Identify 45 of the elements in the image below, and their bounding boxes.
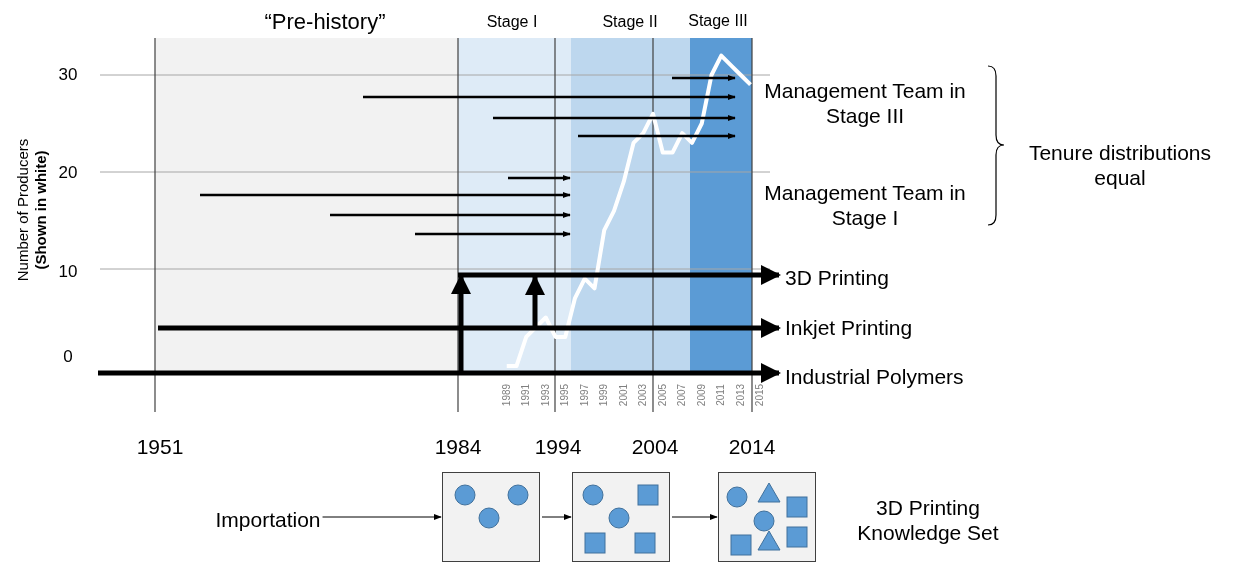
axis-tick-label: 20 (58, 162, 78, 184)
year-tick-label: 2001 (617, 383, 630, 407)
year-label: 1951 (136, 434, 184, 460)
arrow (671, 513, 718, 521)
year-tick-label: 2009 (695, 383, 708, 407)
year-label: 2014 (728, 434, 776, 460)
year-tick-label: 2005 (656, 383, 669, 407)
team-label: Management Team in Stage I (763, 179, 967, 231)
year-tick-label: 1997 (578, 383, 591, 407)
timeline-arrow (458, 265, 781, 285)
technology-label: Industrial Polymers (785, 364, 964, 390)
year-label: 1984 (434, 434, 482, 460)
knowledge-set-box (718, 472, 816, 562)
knowledge-set-box (442, 472, 540, 562)
period-label: “Pre-history” (264, 8, 386, 36)
year-tick-label: 2007 (676, 383, 689, 407)
knowledge-set-box (572, 472, 670, 562)
note-label: Tenure distributions equal (1027, 139, 1213, 191)
technology-label: Inkjet Printing (785, 315, 913, 341)
source-label: Importation (215, 507, 321, 533)
year-tick-label: 1995 (559, 383, 572, 407)
year-tick-label: 2011 (715, 384, 728, 406)
axis-tick-label: 10 (58, 261, 78, 283)
year-tick-label: 1989 (500, 383, 513, 407)
set-label: 3D Printing Knowledge Set (856, 494, 1000, 546)
year-tick-label: 1999 (598, 383, 611, 407)
arrow (322, 513, 442, 521)
timeline-arrow (158, 318, 781, 338)
stage-label: Stage I (486, 12, 538, 32)
year-label: 1994 (534, 434, 582, 460)
axis-title: Number of Producers (Shown in white) (14, 137, 50, 284)
axis-tick-label: 0 (63, 346, 73, 368)
technology-label: 3D Printing (785, 265, 889, 291)
axis-tick-label: 30 (58, 64, 78, 86)
arrow (541, 513, 572, 521)
stage-label: Stage III (688, 11, 748, 31)
team-label: Management Team in Stage III (763, 77, 967, 129)
year-label: 2004 (631, 434, 679, 460)
stage-label: Stage II (602, 12, 658, 32)
year-tick-label: 1993 (539, 383, 552, 407)
year-tick-label: 2003 (637, 383, 650, 407)
timeline-arrow (98, 363, 781, 383)
year-tick-label: 2015 (754, 383, 767, 407)
year-tick-label: 1991 (520, 383, 533, 407)
year-tick-label: 2013 (734, 383, 747, 407)
